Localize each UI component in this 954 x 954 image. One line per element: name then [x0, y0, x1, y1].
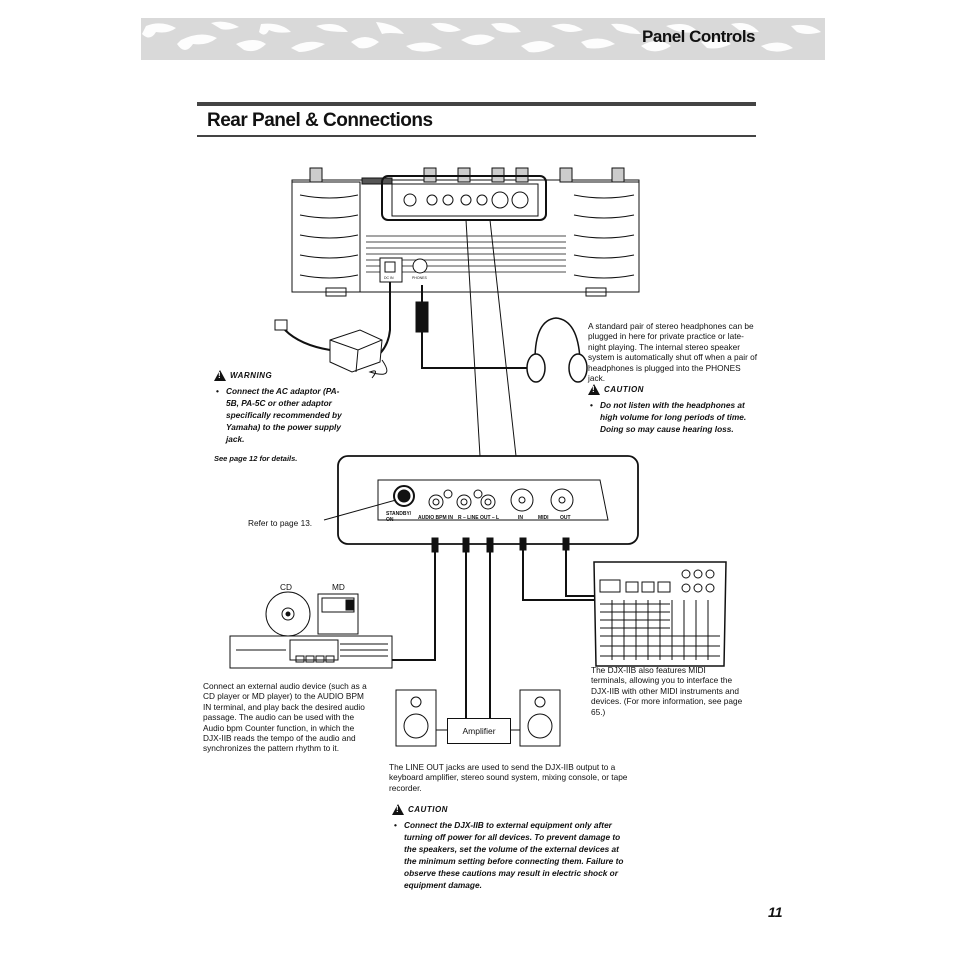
title-rule-bottom — [197, 135, 756, 137]
warning-block: WARNING Connect the AC adaptor (PA-5B, P… — [214, 370, 344, 465]
title-rule-top — [197, 102, 756, 106]
header-banner: Panel Controls — [141, 18, 825, 60]
warning-header: WARNING — [214, 370, 344, 381]
ac-adaptor — [274, 319, 388, 379]
midi-note: The DJX-IIB also features MIDI terminals… — [591, 665, 743, 717]
midi-device-illustration — [593, 561, 727, 667]
audio-bpm-note: Connect an external audio device (such a… — [203, 681, 367, 754]
phones-label: PHONES — [412, 276, 427, 280]
line-out-label: R – LINE OUT – L — [458, 515, 500, 521]
dc-in-label: DC IN — [384, 276, 394, 280]
page-number: 11 — [768, 904, 783, 920]
instrument-rear-view — [291, 167, 640, 297]
line-out-note: The LINE OUT jacks are used to send the … — [389, 762, 628, 793]
caution-headphones-block: CAUTION Do not listen with the headphone… — [588, 384, 753, 435]
caution-headphones-text: Do not listen with the headphones at hig… — [590, 399, 753, 435]
caution-bottom-header: CAUTION — [392, 804, 632, 815]
page-title: Rear Panel & Connections — [207, 110, 433, 131]
cd-player-illustration — [229, 635, 393, 669]
warning-icon — [214, 370, 226, 381]
caution-header: CAUTION — [588, 384, 753, 395]
md-label: MD — [332, 582, 345, 592]
caution-bottom-block: CAUTION Connect the DJX-IIB to external … — [392, 804, 632, 891]
left-speaker — [395, 689, 437, 747]
section-header-title: Panel Controls — [642, 27, 755, 46]
camouflage-pattern — [142, 21, 821, 53]
caution-label: CAUTION — [604, 385, 644, 394]
warning-text: Connect the AC adaptor (PA-5B, PA-5C or … — [216, 385, 344, 445]
cd-label: CD — [280, 582, 292, 592]
midi-out-label: OUT — [560, 515, 571, 521]
headphones-illustration — [526, 317, 588, 383]
amplifier-box: Amplifier — [447, 718, 511, 744]
caution-bottom-text: Connect the DJX-IIB to external equipmen… — [394, 819, 632, 891]
md-disc — [317, 593, 359, 635]
standby-label: STANDBY/ ON — [386, 511, 412, 523]
cd-disc — [265, 591, 311, 637]
caution-bottom-label: CAUTION — [408, 805, 448, 814]
warning-label: WARNING — [230, 371, 273, 380]
refer-note: Refer to page 13. — [248, 518, 313, 528]
caution-icon — [588, 384, 600, 395]
midi-in-label: IN — [518, 515, 523, 521]
headphones-note: A standard pair of stereo headphones can… — [588, 321, 758, 384]
amplifier-label: Amplifier — [462, 726, 496, 736]
audio-bpm-label: AUDIO BPM IN — [418, 515, 453, 521]
midi-label: MIDI — [538, 515, 549, 521]
right-speaker — [519, 689, 561, 747]
caution-bottom-icon — [392, 804, 404, 815]
warning-see: See page 12 for details. — [214, 454, 298, 463]
